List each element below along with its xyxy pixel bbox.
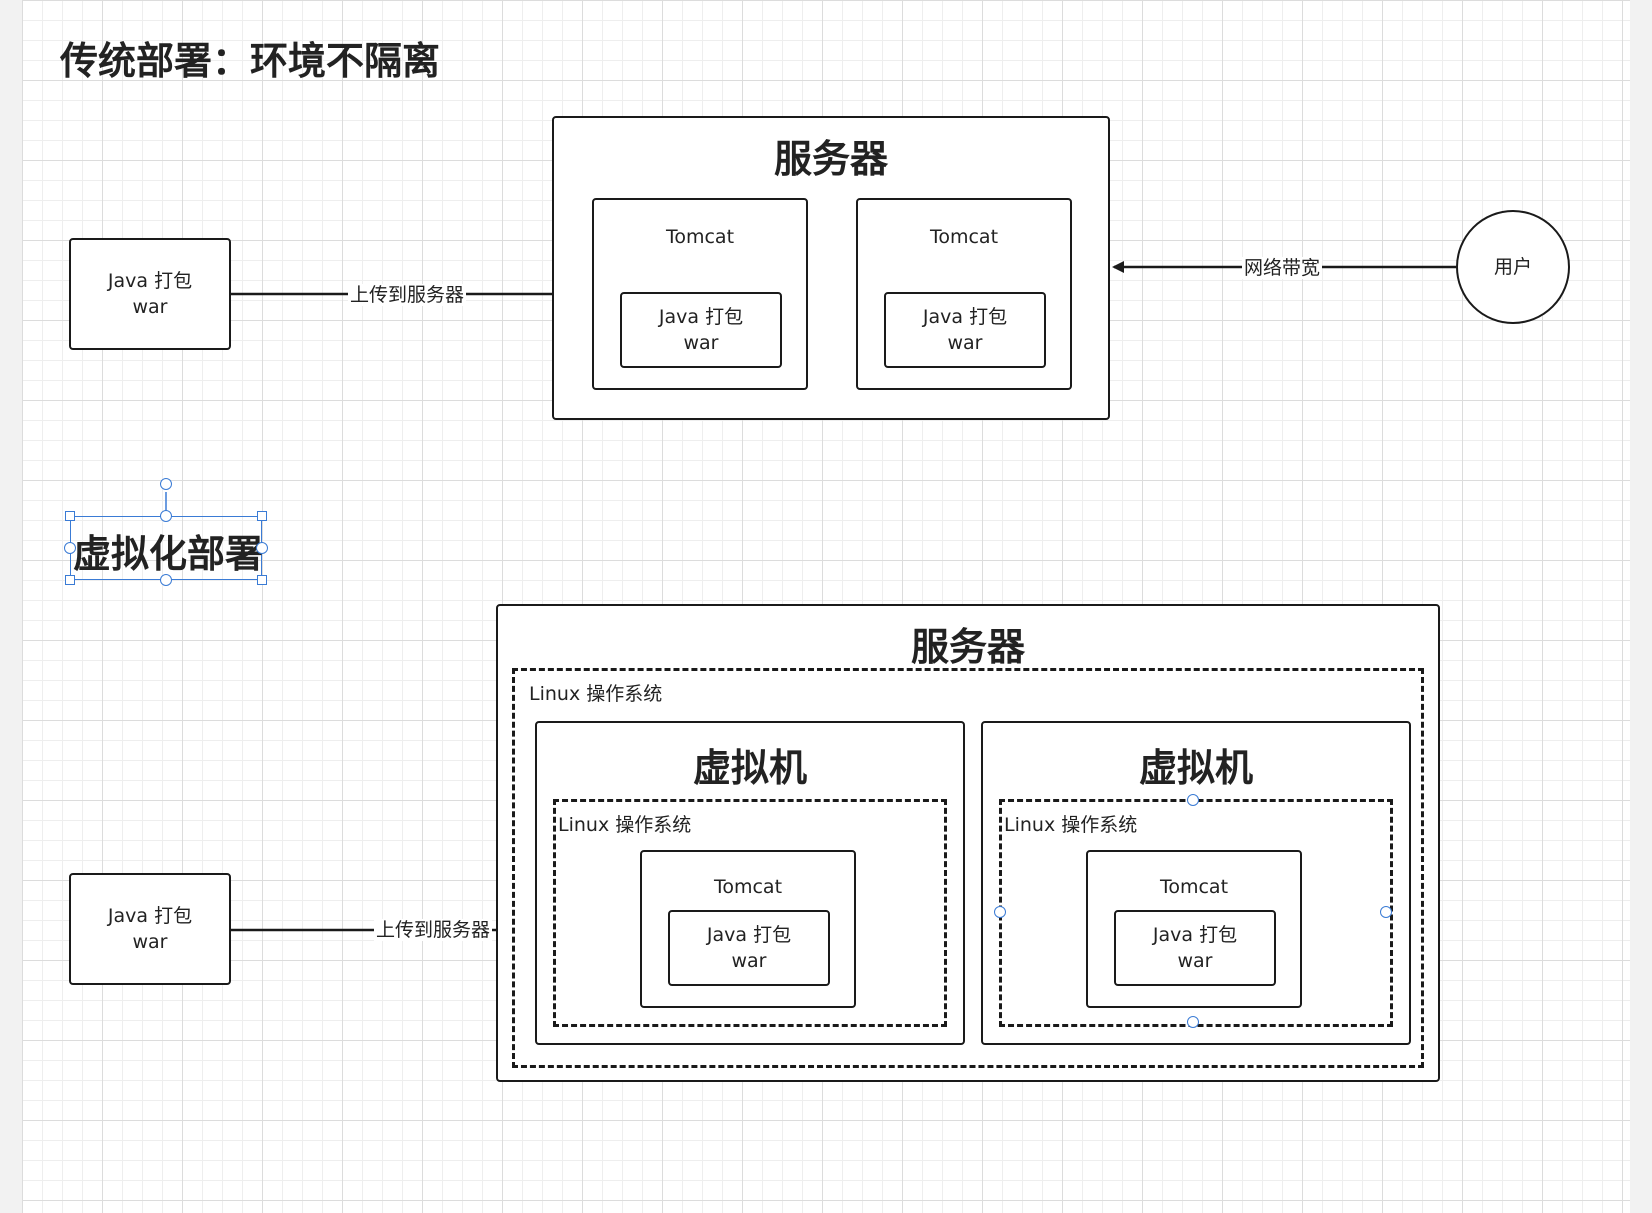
vm-box-left[interactable]: 虚拟机 Linux 操作系统 Tomcat Java 打包 war xyxy=(535,721,965,1045)
server-title-2: 服务器 xyxy=(910,625,1025,669)
tomcat-label: Tomcat xyxy=(929,226,999,248)
section2-title[interactable]: 虚拟化部署 xyxy=(73,532,264,576)
war-line1: Java 打包 xyxy=(1152,924,1238,946)
guest-os-label: Linux 操作系统 xyxy=(1004,814,1138,836)
guest-os-label: Linux 操作系统 xyxy=(558,814,692,836)
war-package-box[interactable]: Java 打包 war xyxy=(668,910,830,986)
tomcat-label: Tomcat xyxy=(665,226,735,248)
connect-handle-left[interactable] xyxy=(994,906,1006,918)
source-package-line1: Java 打包 xyxy=(107,905,193,927)
connect-handle-top[interactable] xyxy=(1187,794,1199,806)
vm-title: 虚拟机 xyxy=(1138,746,1253,790)
connect-handle-bottom[interactable] xyxy=(160,574,172,586)
connect-handle-bottom[interactable] xyxy=(1187,1016,1199,1028)
vm-box-right[interactable]: 虚拟机 Linux 操作系统 Tomcat Java 打包 war xyxy=(981,721,1411,1045)
server-box-1[interactable]: 服务器 Tomcat Java 打包 war Tomcat Java 打包 wa… xyxy=(552,116,1110,420)
source-package-line2: war xyxy=(132,296,168,318)
host-os-label: Linux 操作系统 xyxy=(529,683,663,705)
resize-handle-sw[interactable] xyxy=(65,575,75,585)
vm-title: 虚拟机 xyxy=(692,746,807,790)
guest-os-container[interactable]: Linux 操作系统 Tomcat Java 打包 war xyxy=(553,799,947,1027)
resize-handle-nw[interactable] xyxy=(65,511,75,521)
war-line2: war xyxy=(683,332,719,354)
war-line2: war xyxy=(731,950,767,972)
upload-label-1[interactable]: 上传到服务器 xyxy=(348,284,467,306)
source-package-line2: war xyxy=(132,931,168,953)
connect-handle-right[interactable] xyxy=(256,542,268,554)
user-circle[interactable]: 用户 xyxy=(1456,210,1570,324)
connect-handle-right[interactable] xyxy=(1380,906,1392,918)
section1-title[interactable]: 传统部署：环境不隔离 xyxy=(60,39,441,83)
bandwidth-label[interactable]: 网络带宽 xyxy=(1242,257,1323,279)
server-title-1: 服务器 xyxy=(773,137,888,181)
resize-handle-se[interactable] xyxy=(257,575,267,585)
tomcat-label: Tomcat xyxy=(713,876,783,898)
rotate-handle[interactable] xyxy=(160,478,172,490)
guest-os-container[interactable]: Linux 操作系统 Tomcat Java 打包 war xyxy=(994,794,1393,1028)
war-line2: war xyxy=(947,332,983,354)
war-line1: Java 打包 xyxy=(706,924,792,946)
tomcat-box[interactable]: Tomcat Java 打包 war xyxy=(1086,850,1302,1008)
source-package-box-2[interactable]: Java 打包 war xyxy=(69,873,231,985)
source-package-box-1[interactable]: Java 打包 war xyxy=(69,238,231,350)
tomcat-box[interactable]: Tomcat Java 打包 war xyxy=(640,850,856,1008)
tomcat-box-left[interactable]: Tomcat Java 打包 war xyxy=(592,198,808,390)
section2-title-selection[interactable]: 虚拟化部署 xyxy=(70,516,264,580)
upload-label-2[interactable]: 上传到服务器 xyxy=(374,919,493,941)
server-box-2[interactable]: 服务器 Linux 操作系统 虚拟机 Linux 操作系统 Tomcat Jav… xyxy=(496,604,1440,1082)
connect-handle-left[interactable] xyxy=(64,542,76,554)
war-line1: Java 打包 xyxy=(922,306,1008,328)
tomcat-box-right[interactable]: Tomcat Java 打包 war xyxy=(856,198,1072,390)
war-package-box[interactable]: Java 打包 war xyxy=(620,292,782,368)
source-package-line1: Java 打包 xyxy=(107,270,193,292)
host-os-container[interactable]: Linux 操作系统 虚拟机 Linux 操作系统 Tomcat Java 打包… xyxy=(512,668,1424,1068)
tomcat-label: Tomcat xyxy=(1159,876,1229,898)
user-label: 用户 xyxy=(1493,256,1532,278)
resize-handle-ne[interactable] xyxy=(257,511,267,521)
war-line2: war xyxy=(1177,950,1213,972)
war-package-box[interactable]: Java 打包 war xyxy=(884,292,1046,368)
war-line1: Java 打包 xyxy=(658,306,744,328)
connect-handle-top[interactable] xyxy=(160,510,172,522)
war-package-box[interactable]: Java 打包 war xyxy=(1114,910,1276,986)
